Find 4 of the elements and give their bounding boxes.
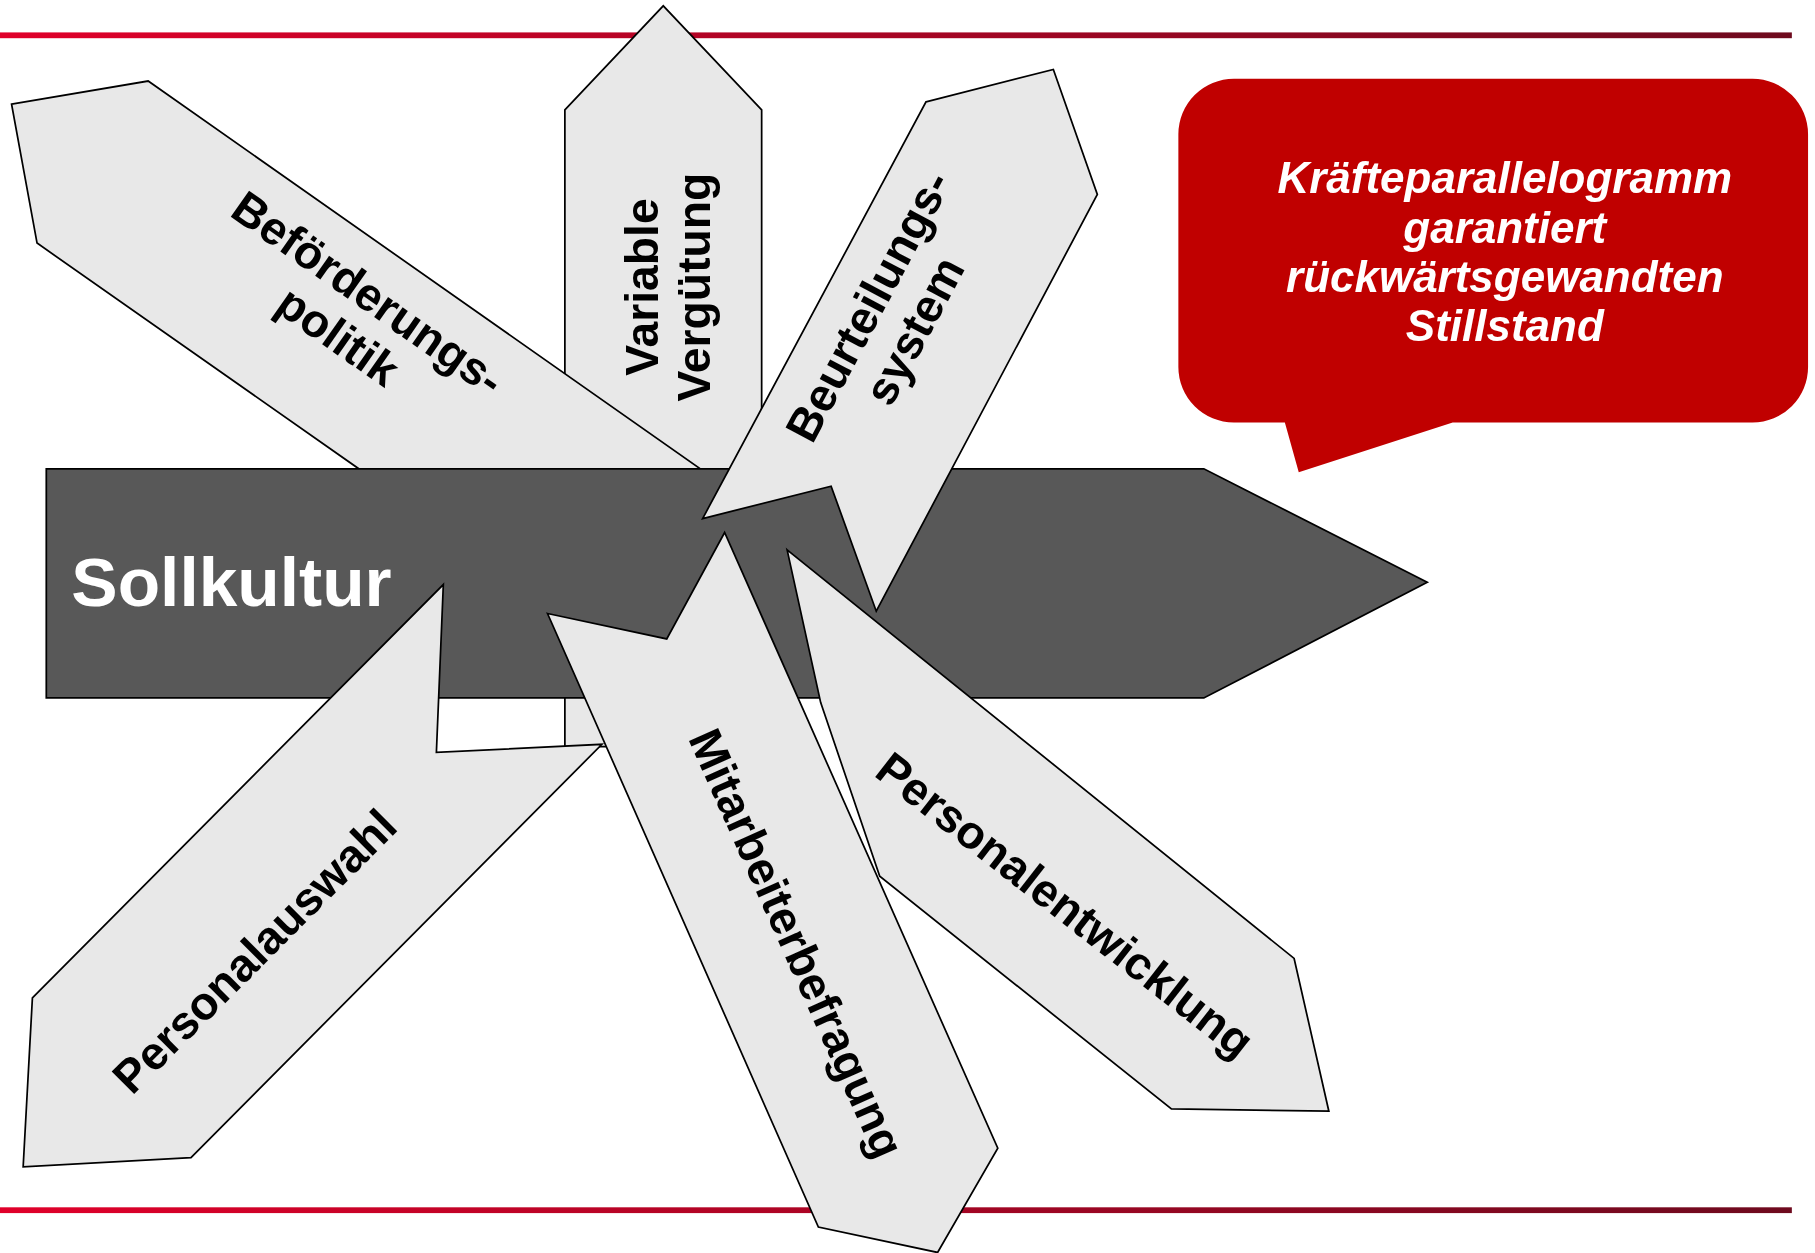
arrow-label: Variable Vergütung — [616, 171, 720, 404]
arrow-label: Sollkultur — [70, 543, 393, 622]
callout-text: Kräfteparallelogramm garantiert rückwärtsgewandten Stillstand — [1276, 153, 1734, 351]
speech-bubble — [1178, 78, 1809, 473]
